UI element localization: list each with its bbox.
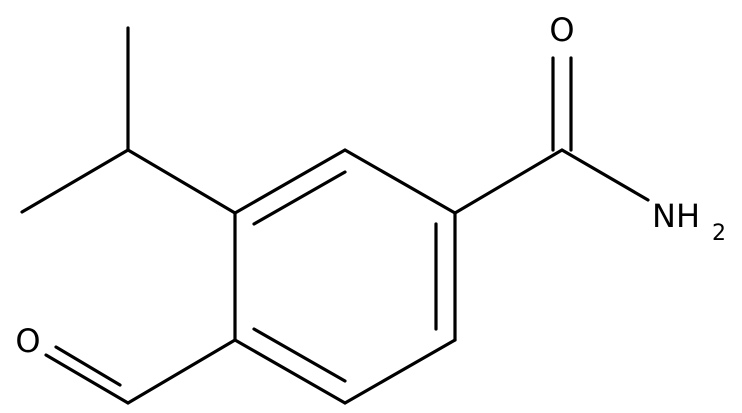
ring-bond-c6-c1 xyxy=(233,148,347,215)
bond-aldehyde-double-inner xyxy=(54,345,122,387)
ring-bond-c3-c4 xyxy=(343,338,457,405)
bond-ring-to-isopropyl xyxy=(126,148,237,215)
amide-nitrogen-subscript: 2 xyxy=(712,221,726,246)
amide-nitrogen-label: NH xyxy=(652,197,700,235)
isopropyl-group xyxy=(20,26,237,215)
ring-bond-c1-c2 xyxy=(343,148,457,215)
bond-ring-to-aldehyde xyxy=(126,338,237,405)
amide-group: O NH 2 xyxy=(453,11,726,246)
ring-bond-c6-inner xyxy=(252,170,347,226)
bond-amide-c-n xyxy=(560,148,650,202)
carbonyl-oxygen-label: O xyxy=(549,11,574,49)
aldehyde-group: O xyxy=(15,322,237,405)
benzene-ring xyxy=(233,148,457,405)
ring-bond-c4-c5 xyxy=(233,338,347,405)
ring-bond-c4-inner xyxy=(252,327,347,383)
bond-aldehyde-double-outer xyxy=(44,353,130,405)
bond-ring-to-amide xyxy=(453,148,564,215)
aldehyde-oxygen-label: O xyxy=(15,322,40,360)
bond-isopropyl-methyl-left xyxy=(20,148,130,214)
